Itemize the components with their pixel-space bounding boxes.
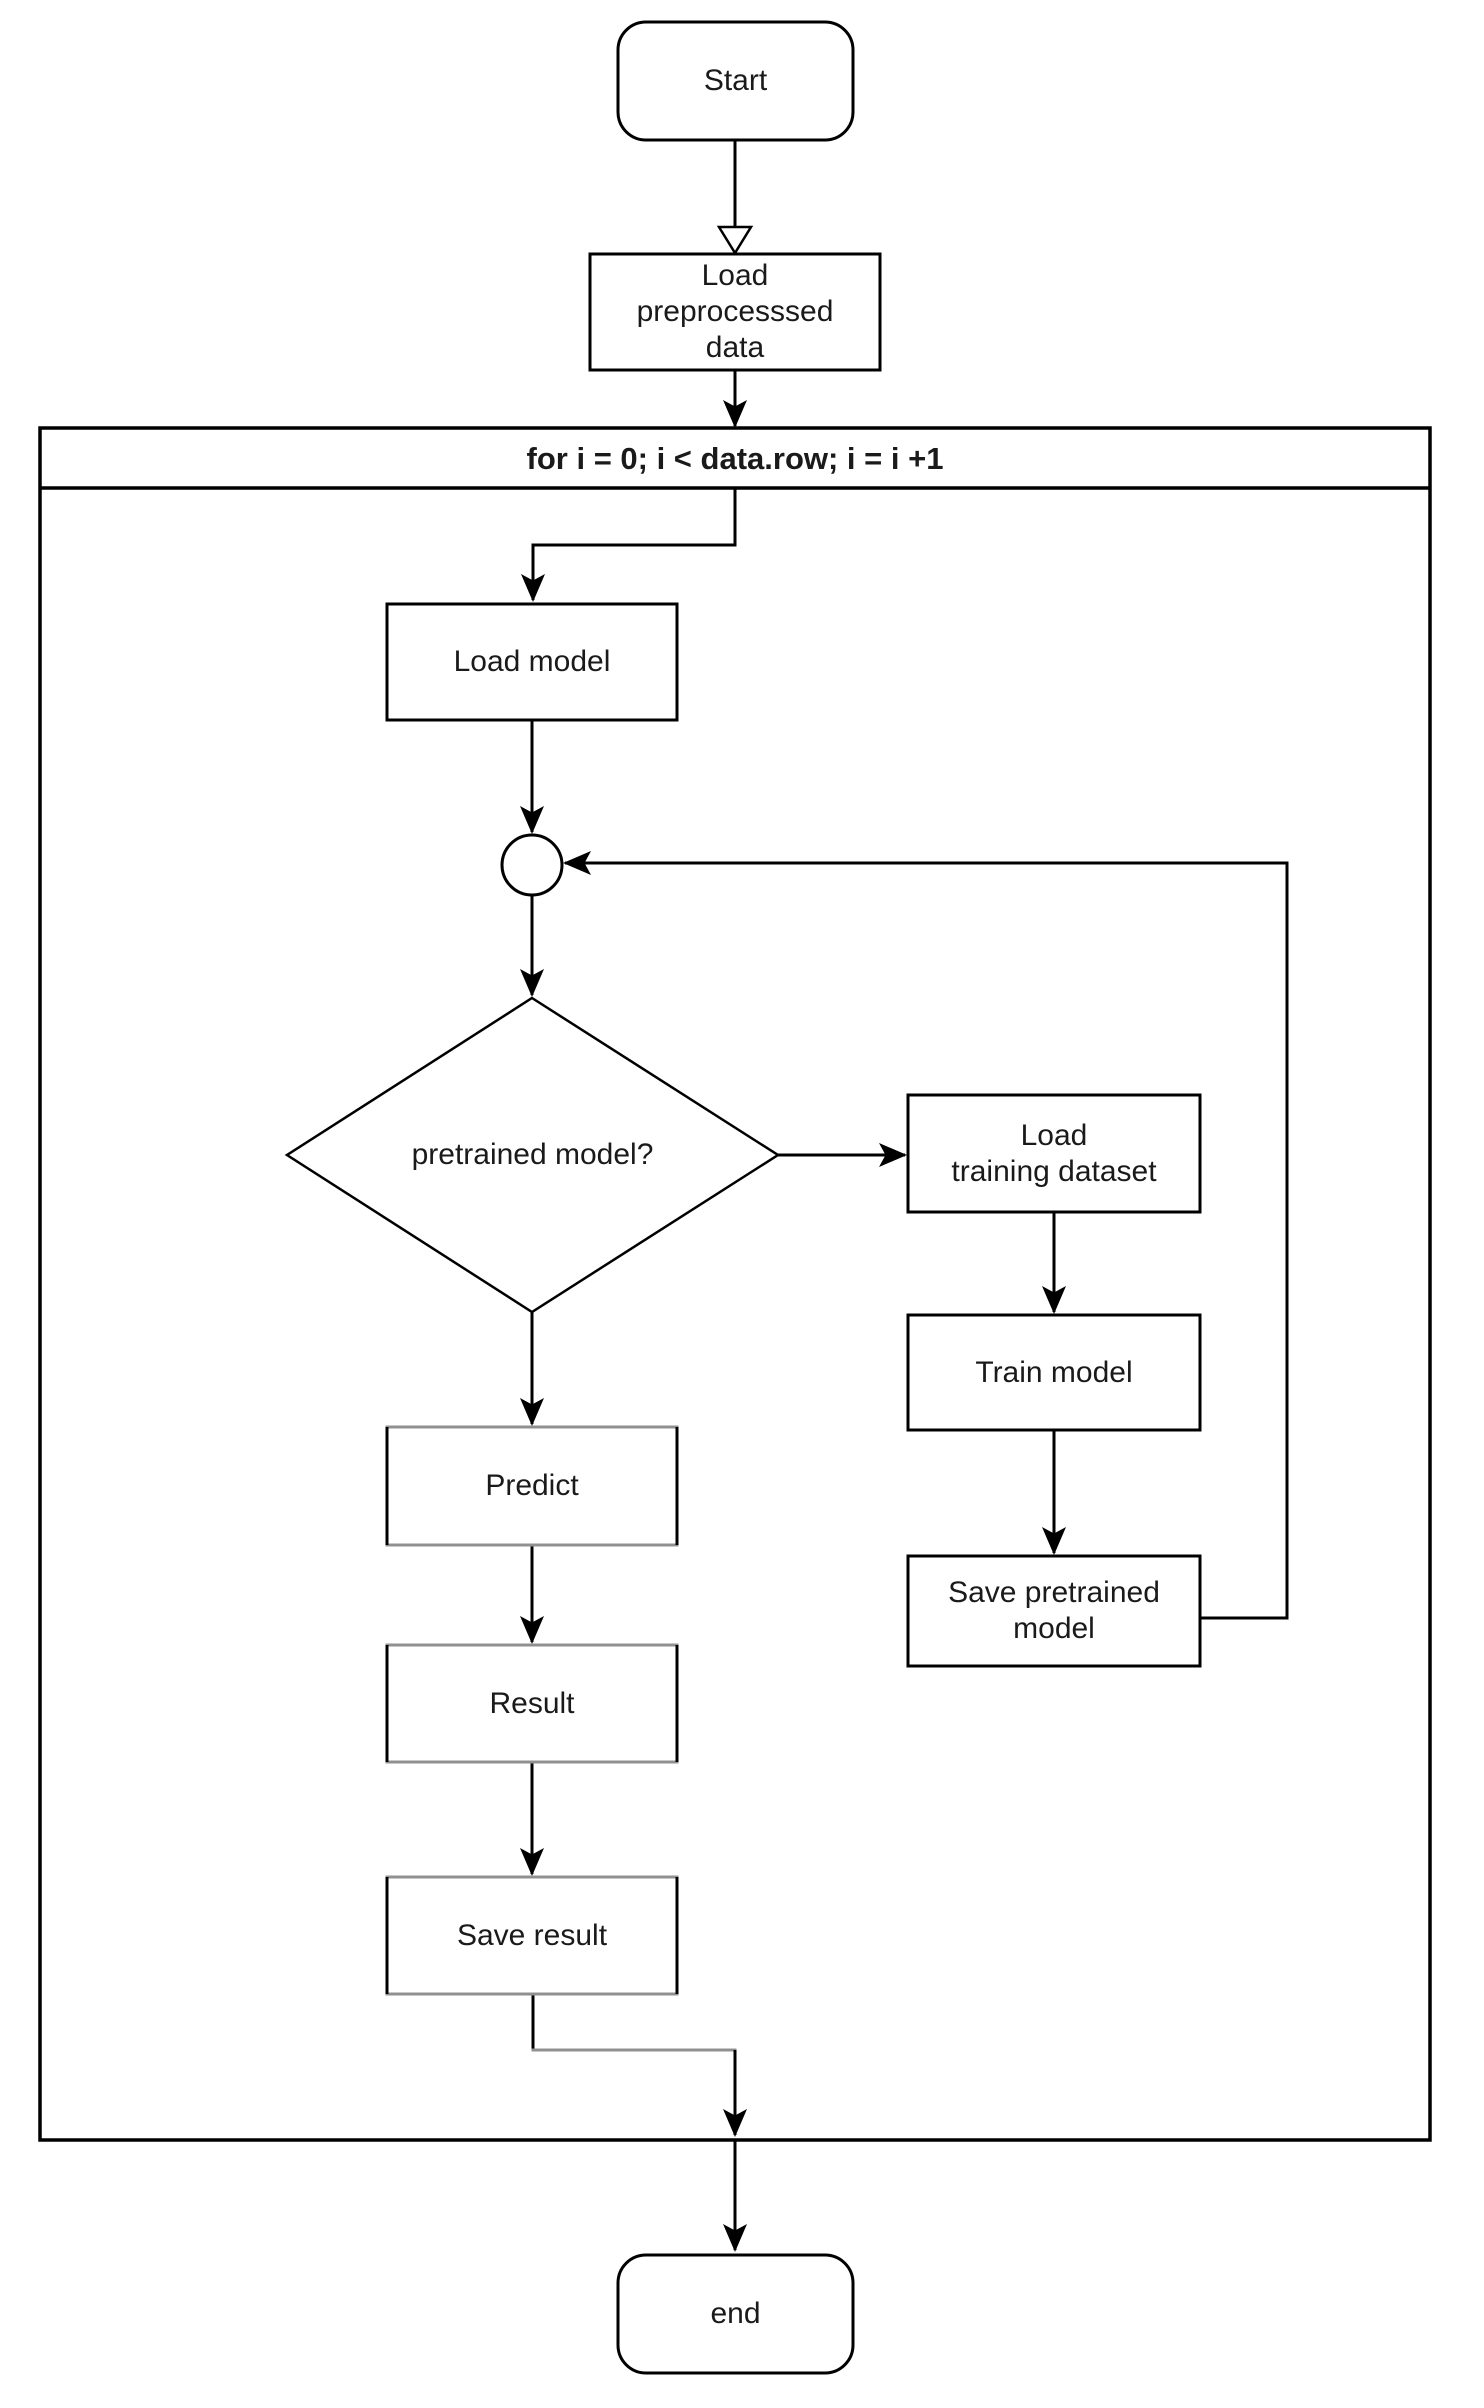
- arrow-loop-to-load-model: [521, 488, 737, 602]
- junction-circle: [500, 833, 564, 897]
- predict-node-label: Predict: [485, 1469, 579, 1502]
- loop-header-label: for i = 0; i < data.row; i = i +1: [526, 441, 944, 477]
- save-pretrained-node-label: Save pretrained model: [948, 1576, 1160, 1645]
- start-node-label: Start: [703, 64, 768, 97]
- loop-container: [38, 426, 1432, 2142]
- decision-diamond: [284, 996, 781, 1314]
- save-result-node-label: Save result: [456, 1918, 608, 1952]
- predict-node: [385, 1425, 679, 1547]
- open-arrowhead-icon: [716, 225, 754, 256]
- load-data-node: [588, 252, 882, 372]
- save-result-node: [385, 1875, 679, 1996]
- load-data-node-label: Load preprocesssed data: [636, 259, 834, 364]
- load-model-node-label: Load model: [453, 645, 611, 678]
- result-node: [385, 1643, 679, 1764]
- result-node-label: Result: [489, 1686, 575, 1720]
- load-training-node-label: Load training dataset: [951, 1118, 1157, 1188]
- load-training-node: [906, 1093, 1202, 1214]
- end-node-label: end: [710, 2297, 761, 2330]
- arrow-save-pretrained-to-junction: [563, 851, 1289, 1620]
- save-pretrained-node: [906, 1554, 1202, 1668]
- decision-diamond-label: pretrained model?: [411, 1138, 654, 1171]
- load-model-node: [385, 602, 679, 722]
- train-model-node-label: Train model: [975, 1355, 1133, 1389]
- train-model-node: [906, 1313, 1202, 1432]
- end-node: [616, 2253, 855, 2375]
- start-node: [616, 20, 855, 142]
